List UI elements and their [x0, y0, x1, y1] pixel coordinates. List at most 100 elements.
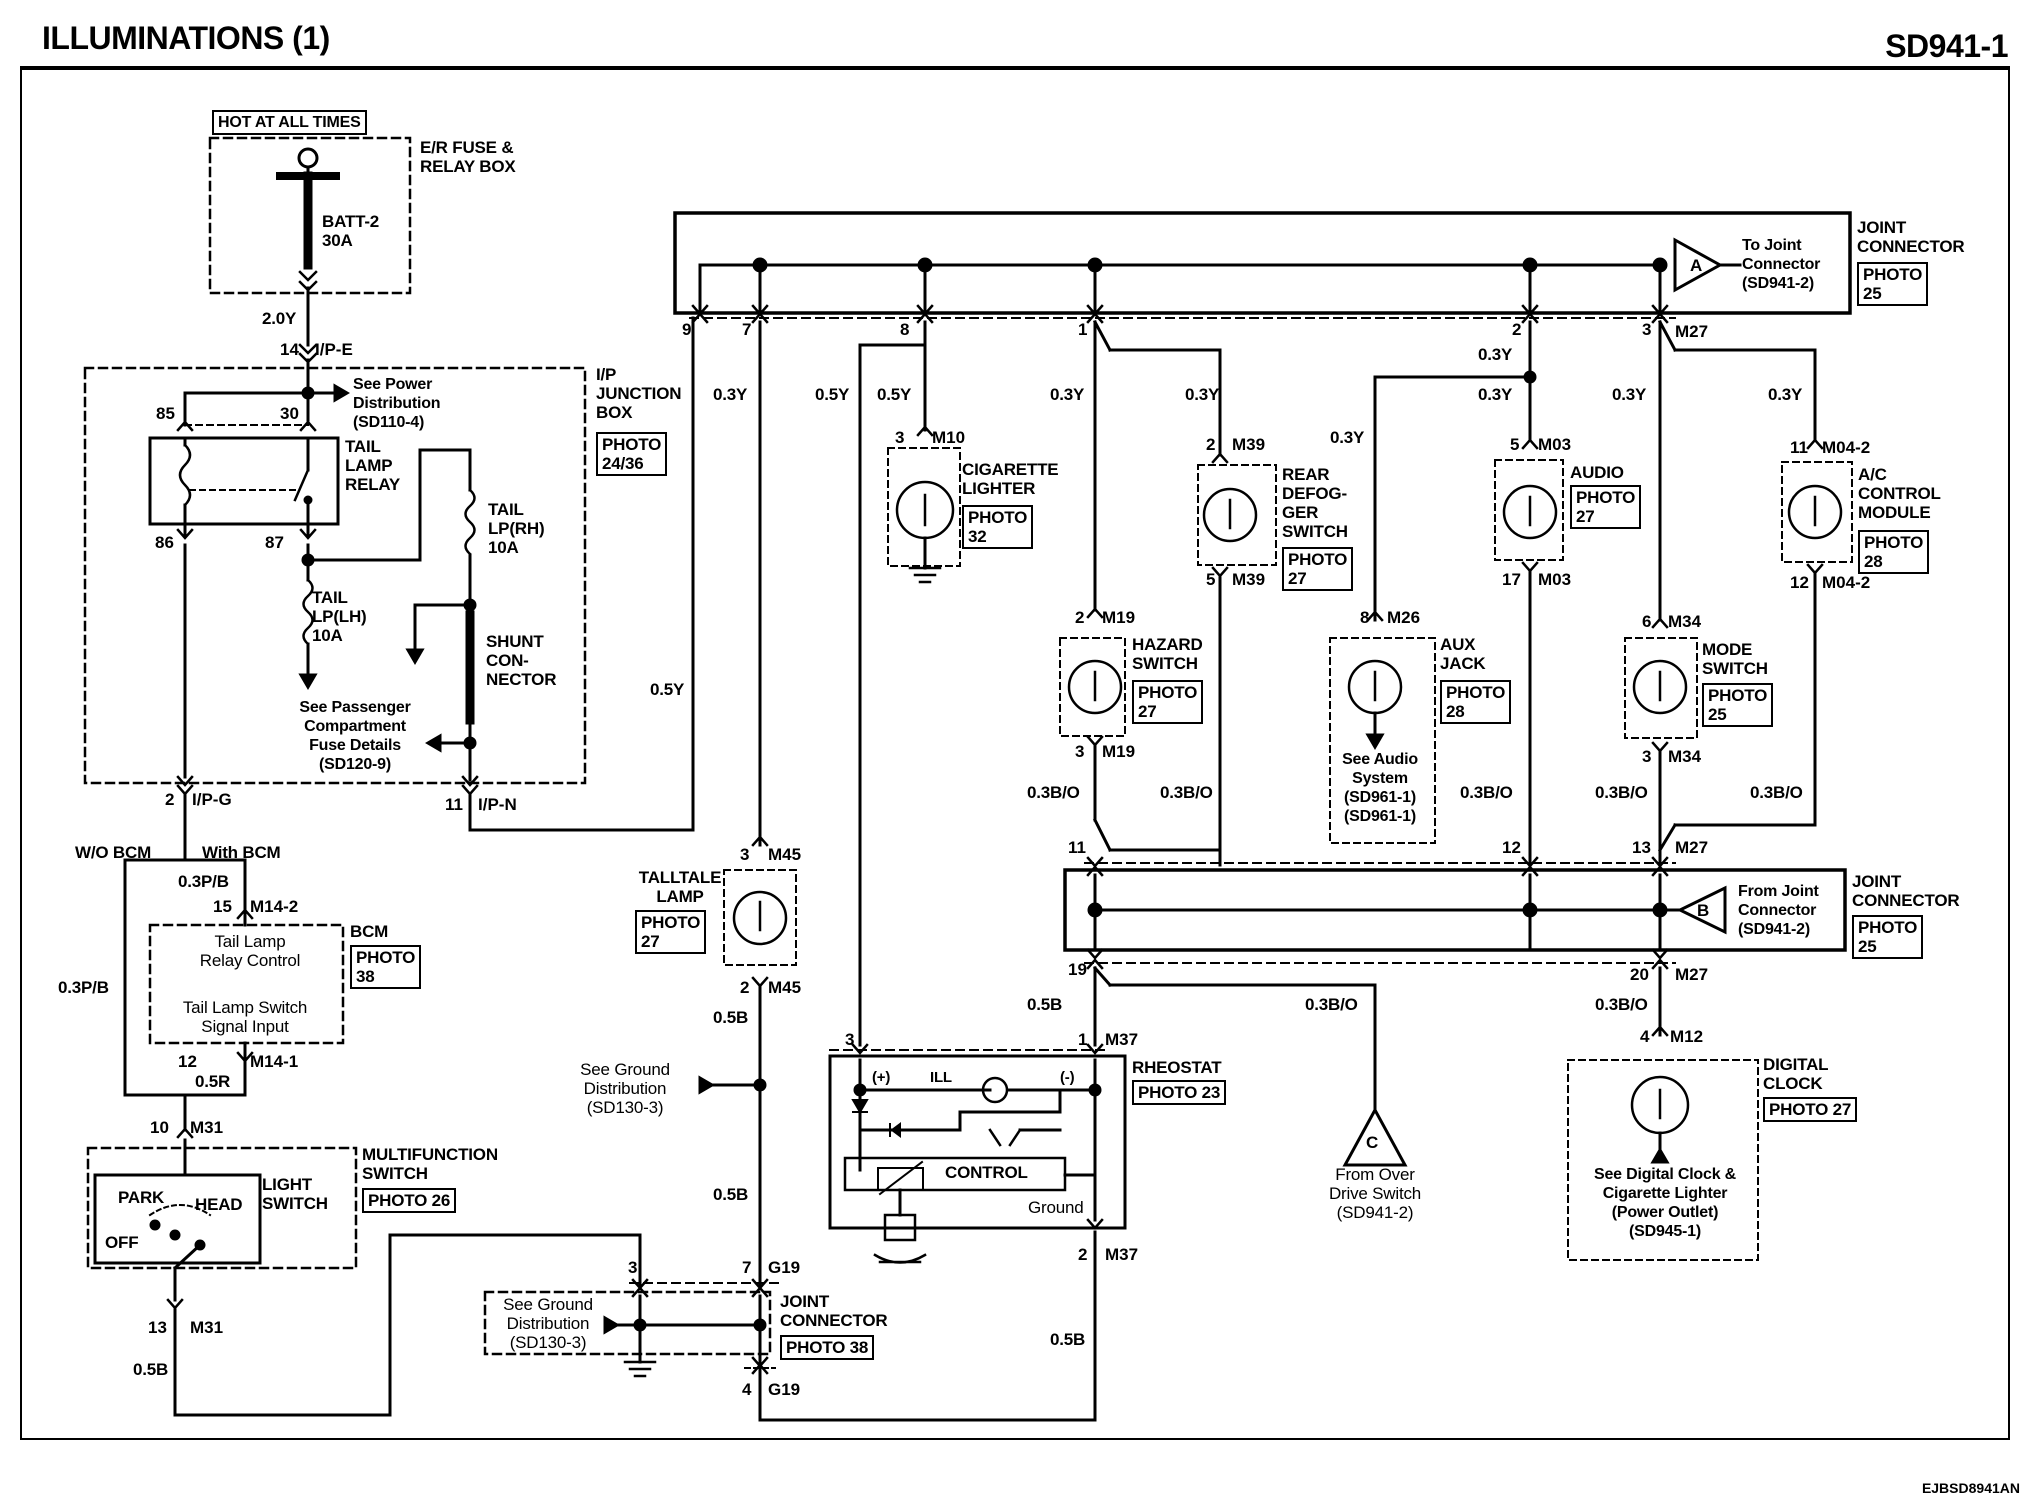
conn-m19-bot: M19	[1102, 742, 1136, 761]
tail-lamp-switch-input: Tail Lamp Switch Signal Input	[182, 998, 308, 1036]
pin-3: 3	[1642, 320, 1652, 339]
conn-m45-bot: M45	[768, 978, 802, 997]
wire-0-5b-g19: 0.5B	[713, 1185, 749, 1204]
wire-0-3y-2: 0.3Y	[1478, 345, 1513, 364]
hazard-switch-outline	[1059, 637, 1126, 737]
wire-0-3bo-e: 0.3B/O	[1750, 783, 1803, 802]
conn-m39-bot: M39	[1232, 570, 1266, 589]
telltale-lamp-label: TALLTALE LAMP	[638, 868, 722, 906]
pin-86: 86	[155, 533, 174, 552]
to-joint-connector: To Joint Connector (SD941-2)	[1742, 237, 1821, 292]
pin-6-m34: 6	[1642, 612, 1652, 631]
pin-4-m12: 4	[1640, 1027, 1650, 1046]
pin-30: 30	[280, 404, 299, 423]
pin-3-m45: 3	[740, 845, 750, 864]
pin-3-rheostat: 3	[845, 1030, 855, 1049]
from-joint-connector: From Joint Connector (SD941-2)	[1738, 883, 1819, 938]
conn-m34-bot: M34	[1668, 747, 1702, 766]
ip-junction-box-outline	[83, 366, 587, 785]
document-id: EJBSD8941AN	[1921, 1480, 2020, 1496]
rear-defogger-switch-label: REAR DEFOG- GER SWITCH	[1282, 465, 1348, 541]
ground-label: Ground	[1028, 1198, 1084, 1217]
photo-27-clock: PHOTO 27	[1763, 1097, 1858, 1122]
joint-connector-b-arrow	[1676, 885, 1727, 935]
diagram-code: SD941-1	[1885, 28, 2008, 64]
wire-0-3bo-c: 0.3B/O	[1460, 783, 1513, 802]
photo-28-ac: PHOTO 28	[1858, 530, 1930, 574]
wire-0-3y-defog: 0.3Y	[1185, 385, 1220, 404]
pin-13-m31: 13	[148, 1318, 167, 1337]
rheostat-label: RHEOSTAT	[1132, 1058, 1222, 1077]
relay-coil-icon	[178, 443, 192, 507]
wire-0-3y-7: 0.3Y	[713, 385, 748, 404]
mode-lamp-icon	[1632, 659, 1688, 715]
conn-m19-top: M19	[1102, 608, 1136, 627]
conn-g19-bot: G19	[768, 1380, 801, 1399]
conn-ip-n: I/P-N	[478, 795, 517, 814]
wire-0-3bo-b: 0.3B/O	[1160, 783, 1213, 802]
conn-m03-top: M03	[1538, 435, 1572, 454]
conn-m27-top: M27	[1675, 322, 1709, 341]
conn-ip-g: I/P-G	[192, 790, 232, 809]
conn-m04-2-bot: M04-2	[1822, 573, 1871, 592]
see-ground-distribution-b: See Ground Distribution (SD130-3)	[503, 1295, 593, 1352]
pin-2-m39: 2	[1206, 435, 1216, 454]
mode-switch-label: MODE SWITCH	[1702, 640, 1768, 678]
ground-icon	[908, 566, 942, 584]
pin-3-m19: 3	[1075, 742, 1085, 761]
see-power-distribution: See Power Distribution (SD110-4)	[353, 376, 441, 431]
conn-m37-bot: M37	[1105, 1245, 1139, 1264]
rheostat-box	[828, 1054, 1127, 1230]
park-label: PARK	[118, 1188, 165, 1207]
pin-2-ipg: 2	[165, 790, 175, 809]
wire-0-3bo-clock: 0.3B/O	[1595, 995, 1648, 1014]
conn-m10: M10	[932, 428, 966, 447]
pin-2-m19: 2	[1075, 608, 1085, 627]
see-ground-distribution-a: See Ground Distribution (SD130-3)	[580, 1060, 670, 1117]
audio-lamp-icon	[1502, 484, 1558, 540]
joint-connector-g19-label: JOINT CONNECTOR	[780, 1292, 888, 1330]
tail-lamp-relay-label: TAIL LAMP RELAY	[345, 437, 401, 494]
pin-5-m03: 5	[1510, 435, 1520, 454]
wire-0-5bo: 0.5B	[1027, 995, 1063, 1014]
photo-25-mode: PHOTO 25	[1702, 683, 1774, 727]
wire-0-5y-b: 0.5Y	[877, 385, 912, 404]
pin-10-m31: 10	[150, 1118, 169, 1137]
ac-control-module-outline	[1781, 461, 1853, 563]
er-fuse-box-outline	[208, 136, 412, 295]
conn-g19-top: G19	[768, 1258, 801, 1277]
wire-2-0y: 2.0Y	[262, 309, 297, 328]
battery-terminal-icon	[297, 147, 319, 169]
from-overdrive-switch: From Over Drive Switch (SD941-2)	[1328, 1165, 1422, 1222]
multifunction-switch-label: MULTIFUNCTION SWITCH	[362, 1145, 498, 1183]
wire-0-3y-1: 0.3Y	[1050, 385, 1085, 404]
pin-17-m03: 17	[1502, 570, 1521, 589]
shunt-connector-label: SHUNT CON- NECTOR	[486, 632, 557, 689]
see-passenger-fuse: See Passenger Compartment Fuse Details (…	[299, 699, 411, 773]
conn-m27-mid: M27	[1675, 838, 1709, 857]
wire-0-3y-3: 0.3Y	[1612, 385, 1647, 404]
letter-c: C	[1366, 1133, 1379, 1152]
pin-7: 7	[742, 320, 752, 339]
photo-32: PHOTO 32	[962, 505, 1034, 549]
telltale-lamp-icon	[732, 890, 788, 946]
photo-27-hazard: PHOTO 27	[1132, 680, 1204, 724]
pin-3-m34: 3	[1642, 747, 1652, 766]
pin-15: 15	[213, 897, 232, 916]
joint-connector-a-arrow	[1673, 237, 1724, 293]
wire-0-3bo-od: 0.3B/O	[1305, 995, 1358, 1014]
conn-m37-top: M37	[1105, 1030, 1139, 1049]
conn-m31-top: M31	[190, 1118, 224, 1137]
light-switch-label: LIGHT SWITCH	[262, 1175, 328, 1213]
conn-m04-2-top: M04-2	[1822, 438, 1871, 457]
pin-20: 20	[1630, 965, 1649, 984]
pin-19: 19	[1068, 960, 1087, 979]
pin-3-g19: 3	[628, 1258, 638, 1277]
with-bcm-label: With BCM	[202, 843, 281, 862]
wire-0-3y-aux: 0.3Y	[1330, 428, 1365, 447]
joint-connector-mid-label: JOINT CONNECTOR	[1852, 872, 1960, 910]
hot-at-all-times-label: HOT AT ALL TIMES	[212, 110, 367, 135]
wire-0-5b-mf: 0.5B	[133, 1360, 169, 1379]
rheostat-knob-icon	[883, 1213, 917, 1242]
control-label: CONTROL	[945, 1163, 1028, 1182]
